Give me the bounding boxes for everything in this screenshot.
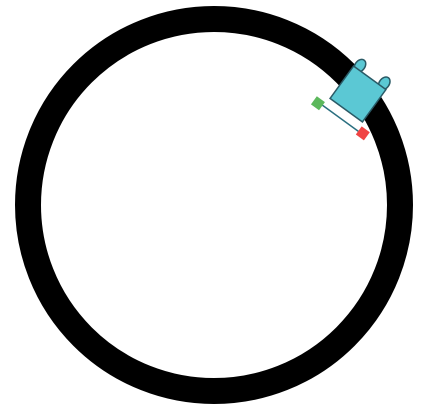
track-ring bbox=[28, 19, 400, 391]
right-sensor bbox=[356, 126, 370, 140]
left-sensor bbox=[311, 96, 325, 110]
